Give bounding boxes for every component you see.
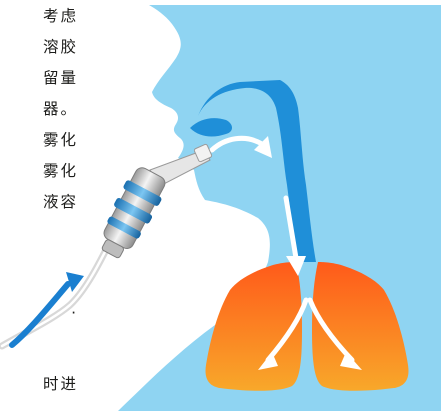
inflow-arrow-icon bbox=[9, 272, 84, 348]
text-line: 留量 bbox=[42, 69, 78, 87]
right-lung-icon bbox=[312, 262, 409, 391]
text-line: · bbox=[71, 304, 78, 322]
text-line: 溶胶 bbox=[42, 38, 78, 56]
text-line: 雾化 bbox=[42, 162, 78, 180]
nebulizer-device-icon bbox=[0, 143, 213, 350]
text-line: 器。 bbox=[42, 100, 78, 118]
text-line: 考虑 bbox=[42, 7, 78, 25]
text-line: 雾化 bbox=[42, 131, 78, 149]
airway-icon bbox=[198, 80, 316, 262]
left-lung-icon bbox=[205, 262, 302, 391]
text-line: 时进 bbox=[42, 375, 78, 393]
text-line: 液容 bbox=[42, 193, 78, 211]
